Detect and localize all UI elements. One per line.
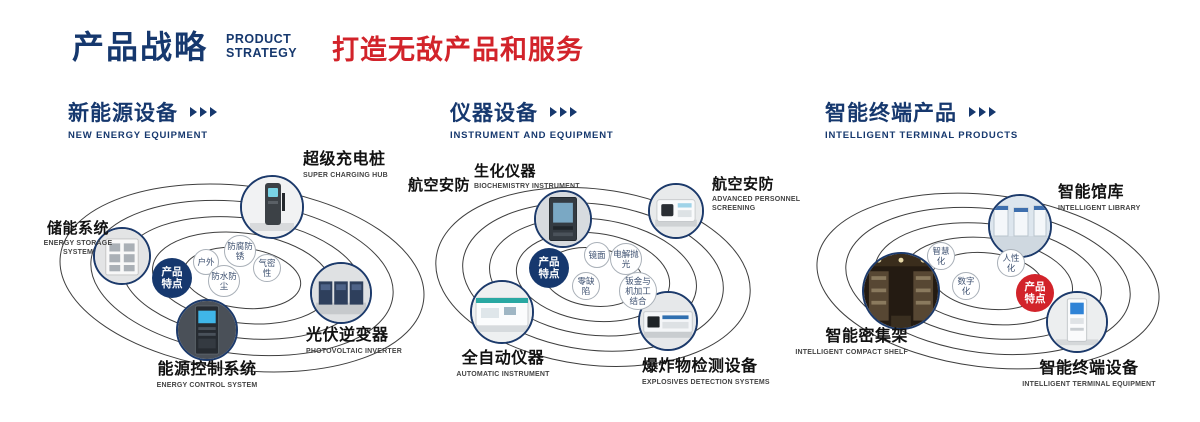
product-label-biochem: 生化仪器 BIOCHEMISTRY INSTRUMENT <box>474 163 580 191</box>
photovoltaic-inverter-product-image <box>310 262 372 324</box>
triple-chevron-icon <box>966 107 996 117</box>
intelligent-library-photo <box>990 196 1050 256</box>
super-charging-hub-photo <box>242 177 302 237</box>
section-header-new-energy: 新能源设备 NEW ENERGY EQUIPMENT <box>68 97 217 141</box>
product-name: 爆炸物检测设备 <box>642 358 758 375</box>
section-subtitle-terminal: INTELLIGENT TERMINAL PRODUCTS <box>825 130 1018 141</box>
product-features-badge-instrument: 产品特点 <box>529 248 569 288</box>
super-charging-hub-product-image <box>240 175 304 239</box>
page-title-en-line2: STRATEGY <box>226 46 298 61</box>
orbit-rings-instrument <box>435 187 751 367</box>
page-title-en: PRODUCT STRATEGY <box>226 32 297 61</box>
feature-bubble: 防水防尘 <box>208 265 240 297</box>
product-label-control: 能源控制系统 ENERGY CONTROL SYSTEM <box>132 361 282 390</box>
page-slogan: 打造无敌产品和服务 <box>332 35 584 65</box>
biochemistry-product-image <box>534 190 592 248</box>
energy-storage-product-image <box>93 227 151 285</box>
automatic-instrument-product-image <box>470 280 534 344</box>
product-name-en: AUTOMATIC INSTRUMENT <box>456 371 550 379</box>
triple-chevron-icon <box>187 107 217 117</box>
product-label-explosives: 爆炸物检测设备 EXPLOSIVES DETECTION SYSTEMS <box>642 358 770 387</box>
product-name-en: SUPER CHARGING HUB <box>303 172 388 180</box>
feature-bubble: 防腐防锈 <box>224 235 256 267</box>
product-name: 光伏逆变器 <box>306 327 389 344</box>
section-subtitle-instrument: INSTRUMENT AND EQUIPMENT <box>450 130 614 141</box>
feature-bubble: 钣金与机加工结合 <box>619 272 657 310</box>
compact-shelf-product-image <box>862 252 940 330</box>
product-label-device: 智能终端设备 INTELLIGENT TERMINAL EQUIPMENT <box>1010 360 1168 389</box>
feature-bubble: 数字化 <box>952 272 980 300</box>
aux-label-aviation-security: 航空安防 <box>408 177 470 194</box>
feature-bubble: 人性化 <box>997 249 1025 277</box>
triple-chevron-icon <box>547 107 577 117</box>
product-name: 能源控制系统 <box>157 361 257 378</box>
product-name-en: ADVANCED PERSONNEL SCREENING <box>712 196 801 213</box>
page-title-en-line1: PRODUCT <box>226 32 292 46</box>
feature-bubble: 气密性 <box>253 254 281 282</box>
energy-control-photo <box>178 301 236 359</box>
product-name-en: INTELLIGENT LIBRARY <box>1058 205 1141 213</box>
personnel-screening-product-image <box>648 183 704 239</box>
section-title-instrument: 仪器设备 <box>450 102 538 125</box>
product-name: 超级充电桩 <box>303 151 386 168</box>
product-name: 全自动仪器 <box>461 350 545 367</box>
biochemistry-photo <box>536 192 590 246</box>
section-header-terminal: 智能终端产品 INTELLIGENT TERMINAL PRODUCTS <box>825 97 1018 141</box>
product-name-en: EXPLOSIVES DETECTION SYSTEMS <box>642 379 770 387</box>
section-title-terminal: 智能终端产品 <box>825 102 957 125</box>
terminal-device-product-image <box>1046 291 1108 353</box>
product-name-en: INTELLIGENT COMPACT SHELF <box>795 349 908 357</box>
compact-shelf-photo <box>864 254 938 328</box>
feature-bubble: 智慧化 <box>927 242 955 270</box>
photovoltaic-inverter-photo <box>312 264 370 322</box>
product-label-screening: 航空安防 ADVANCED PERSONNEL SCREENING <box>712 176 812 213</box>
product-label-library: 智能馆库 INTELLIGENT LIBRARY <box>1058 184 1140 213</box>
product-name: 航空安防 <box>408 177 471 194</box>
section-title-new-energy: 新能源设备 <box>68 102 178 125</box>
feature-bubble: 零缺陷 <box>572 272 600 300</box>
terminal-device-photo <box>1048 293 1106 351</box>
page-title: 产品战略 <box>72 29 209 65</box>
energy-storage-photo <box>95 229 149 283</box>
product-name-en: INTELLIGENT TERMINAL EQUIPMENT <box>1022 381 1156 389</box>
section-subtitle-new-energy: NEW ENERGY EQUIPMENT <box>68 130 208 141</box>
product-label-energy-storage: 储能系统 ENERGY STORAGE SYSTEM <box>38 220 118 257</box>
product-label-charging: 超级充电桩 SUPER CHARGING HUB <box>303 151 388 180</box>
product-label-inverter: 光伏逆变器 PHOTOVOLTAIC INVERTER <box>306 327 402 356</box>
product-label-shelf: 智能密集架 INTELLIGENT COMPACT SHELF <box>792 328 908 357</box>
section-header-instrument: 仪器设备 INSTRUMENT AND EQUIPMENT <box>450 97 613 141</box>
feature-bubble: 电解抛光 <box>610 243 642 275</box>
product-name-en: PHOTOVOLTAIC INVERTER <box>306 348 402 356</box>
product-features-badge-terminal: 产品特点 <box>1016 274 1054 312</box>
product-label-automatic: 全自动仪器 AUTOMATIC INSTRUMENT <box>427 350 579 379</box>
personnel-screening-photo <box>650 185 702 237</box>
automatic-instrument-photo <box>472 282 532 342</box>
product-name: 智能密集架 <box>825 328 908 345</box>
product-name: 航空安防 <box>712 176 775 193</box>
product-name: 智能终端设备 <box>1039 360 1139 377</box>
energy-control-product-image <box>176 299 238 361</box>
product-name: 生化仪器 <box>474 163 537 180</box>
intelligent-library-product-image <box>988 194 1052 258</box>
product-name: 智能馆库 <box>1058 184 1125 201</box>
product-name-en: ENERGY CONTROL SYSTEM <box>156 382 258 390</box>
product-name-en: BIOCHEMISTRY INSTRUMENT <box>474 183 580 191</box>
product-features-badge-energy: 产品特点 <box>152 258 192 298</box>
product-name-en: ENERGY STORAGE SYSTEM <box>43 240 113 257</box>
product-name: 储能系统 <box>46 220 109 237</box>
feature-bubble: 镜面 <box>584 242 610 268</box>
